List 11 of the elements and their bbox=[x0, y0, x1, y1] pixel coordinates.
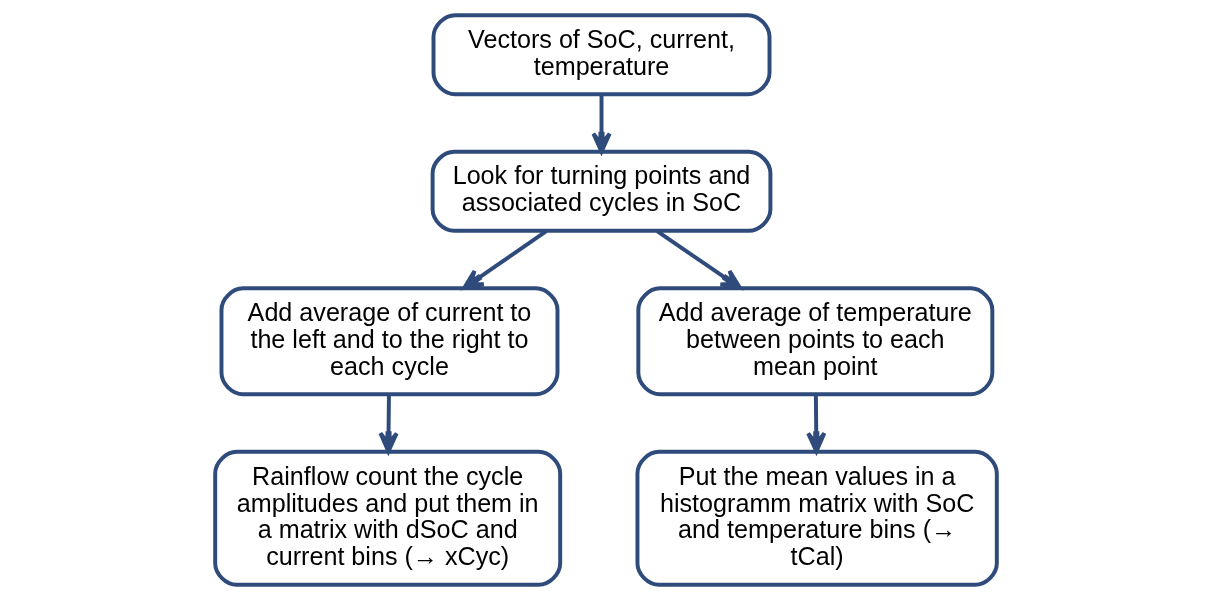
node-box: Add average of temperature between points to each mean point bbox=[636, 286, 995, 397]
node-box: Vectors of SoC, current, temperature bbox=[431, 13, 772, 97]
arrow bbox=[462, 229, 548, 290]
node-box: Look for turning points and associated cycles in SoC bbox=[430, 149, 773, 233]
node-box: Add average of current to the left and to the right to each cycle bbox=[219, 286, 560, 397]
node-box: Put the mean values in a histogramm matrix with SoC and temperature bins (→ tCal) bbox=[635, 449, 999, 587]
arrow bbox=[378, 394, 399, 454]
node-box: Rainflow count the cycle amplitudes and put them in a matrix with dSoC and current bins (→ xCyc) bbox=[213, 449, 563, 587]
arrow bbox=[656, 229, 742, 290]
arrow bbox=[806, 394, 827, 454]
arrow bbox=[591, 94, 612, 154]
